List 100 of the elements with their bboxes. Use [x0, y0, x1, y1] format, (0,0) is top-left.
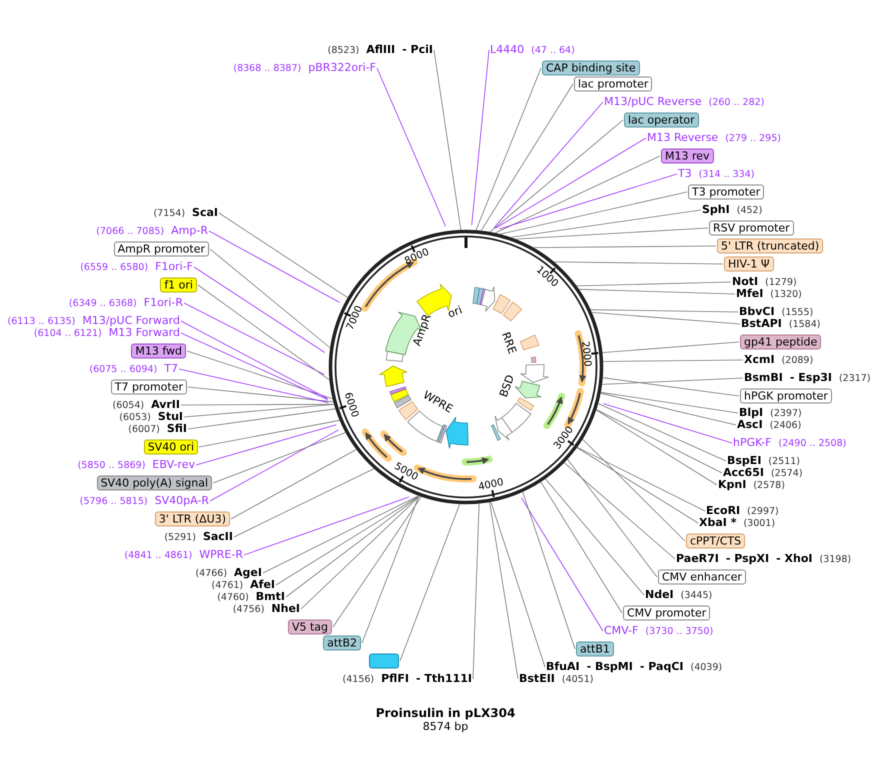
site-position: (47 .. 64)	[531, 44, 575, 57]
enzyme-name: SacII	[202, 530, 233, 543]
site-position: (6054)	[112, 399, 144, 412]
leader-line	[198, 284, 330, 380]
leader-line	[362, 495, 420, 644]
leader-line	[490, 120, 624, 232]
feature-label: SV40 poly(A) signal	[96, 476, 212, 490]
leader-line	[567, 458, 658, 578]
leader-line	[596, 410, 718, 486]
leader-line	[234, 468, 374, 538]
feature-name: BSD	[497, 373, 517, 399]
leader-line	[490, 501, 546, 668]
enzyme-name: Acc65I	[723, 466, 764, 479]
feature-label: CMV promoter	[623, 606, 710, 620]
enzyme-name: StuI	[158, 410, 183, 423]
enzyme-name: BspEI	[727, 454, 762, 467]
enzyme-name: XcmI	[744, 353, 775, 366]
leader-line	[476, 68, 542, 231]
leader-line	[194, 266, 326, 353]
site-position: (5796 .. 5815)	[80, 495, 148, 508]
site-position: (4766)	[195, 567, 228, 580]
feature-label: HIV-1 Ψ	[724, 256, 774, 272]
enzyme-name: - PciI	[402, 43, 433, 56]
enzyme-name: XbaI *	[699, 516, 736, 529]
enzyme-name: SphI	[702, 203, 730, 216]
enzyme-name: BmtI	[256, 590, 285, 603]
enzyme-name: - Tth111I	[416, 672, 472, 685]
primer-name: WPRE-R	[199, 548, 243, 561]
site-position: (4841 .. 4861)	[124, 549, 192, 562]
leader-line	[514, 228, 708, 240]
leader-line	[276, 495, 420, 586]
primer-name: M13/pUC Forward	[82, 314, 180, 327]
plasmid-size: 8574 bp	[422, 720, 470, 733]
site-position: (2317)	[838, 372, 871, 385]
feature-label: lac operator	[624, 112, 699, 128]
enzyme-name: AflIII	[366, 43, 396, 56]
site-position: (260 .. 282)	[708, 96, 764, 109]
leader-line	[602, 403, 732, 444]
feature-label: V5 tag	[288, 620, 332, 634]
leader-line	[188, 386, 334, 402]
site-position: (7154)	[153, 207, 186, 220]
site-position: (7066 .. 7085)	[96, 225, 164, 238]
feature-box	[369, 654, 399, 668]
leader-line	[218, 212, 348, 298]
site-position: (4156)	[342, 673, 374, 686]
feature-label: CAP binding site	[542, 60, 640, 76]
leader-line	[489, 502, 518, 680]
feature-label: 5' LTR (truncated)	[717, 238, 824, 254]
leader-line	[178, 368, 329, 404]
leader-line	[198, 420, 340, 448]
site-position: (8368 .. 8387)	[233, 62, 302, 75]
feature-label: attB1	[576, 642, 614, 656]
leader-line	[212, 432, 346, 484]
site-position: (279 .. 295)	[725, 132, 781, 145]
site-position: (4039)	[690, 661, 722, 674]
enzyme-name: BstEII	[519, 672, 555, 685]
site-position: (6104 .. 6121)	[34, 327, 102, 340]
leader-line	[576, 446, 706, 512]
site-position: (4761)	[212, 579, 244, 592]
enzyme-name: BbvCI	[739, 305, 775, 318]
feature-label: T7 promoter	[110, 380, 187, 394]
scale-number: 8000	[402, 246, 430, 267]
enzyme-name: BstAPI	[741, 317, 782, 330]
site-position: (1584)	[788, 318, 820, 331]
primer-name: M13 Forward	[108, 326, 180, 339]
leader-line	[210, 248, 331, 348]
leader-line	[582, 438, 686, 542]
feature-label: attB2	[323, 636, 361, 650]
enzyme-name: BlpI	[739, 406, 764, 419]
site-position: (2997)	[747, 505, 779, 518]
leader-line	[602, 378, 744, 385]
enzyme-name: ScaI	[192, 206, 218, 219]
site-position: (6559 .. 6580)	[80, 261, 148, 274]
feature-label: f1 ori	[160, 278, 197, 292]
leader-line	[602, 360, 744, 362]
leader-line	[332, 496, 422, 628]
leader-line	[602, 377, 740, 396]
feature-label: M13 fwd	[131, 344, 186, 358]
site-position: (6113 .. 6135)	[7, 315, 76, 328]
primer-name: pBR322ori-F	[308, 61, 376, 74]
enzyme-name: BfuAI	[546, 660, 580, 673]
scale-number: 6000	[342, 390, 360, 418]
leader-line	[480, 84, 574, 232]
scale-number: 4000	[478, 477, 505, 494]
primer-name: T7	[164, 362, 178, 375]
enzyme-name: - PspXI	[726, 552, 770, 565]
leader-line	[544, 478, 644, 596]
feature-label: 3' LTR (ΔU3)	[154, 512, 230, 526]
site-position: (6349 .. 6368)	[68, 297, 137, 310]
leader-line	[494, 102, 604, 228]
leader-line	[522, 491, 576, 650]
site-position: (3198)	[820, 553, 852, 566]
site-position: (5850 .. 5869)	[78, 459, 146, 472]
leader-line	[576, 447, 698, 524]
leader-line	[591, 312, 740, 324]
leader-line	[471, 50, 490, 226]
leader-line	[208, 230, 340, 303]
site-position: (2089)	[782, 354, 814, 367]
feature-label: M13 rev	[661, 148, 714, 164]
enzyme-name: - BspMI	[586, 660, 633, 673]
